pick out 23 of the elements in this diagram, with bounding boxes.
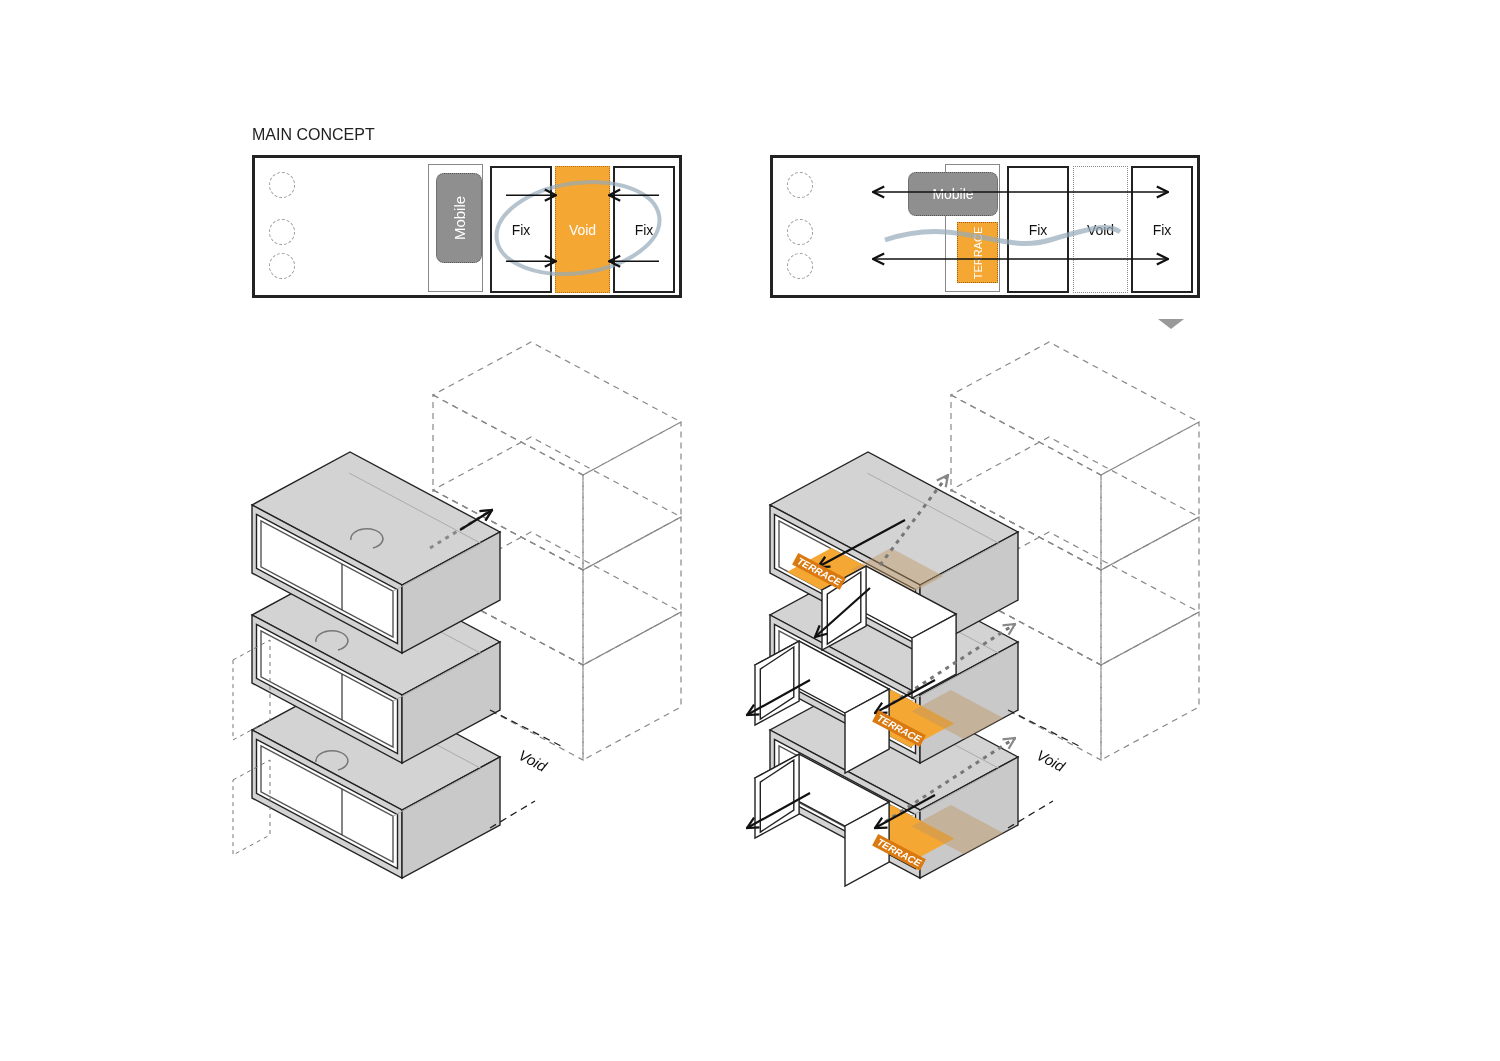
arrow [607,254,660,268]
void-module-box [555,166,610,293]
module-label: Void [568,221,597,238]
module-label: Fix [1028,221,1048,238]
mobile-module-box [436,173,482,263]
fixed-module-box [490,166,552,293]
dimension-label: Void [515,746,550,775]
plan-frame [770,155,1200,298]
arrow [505,254,558,268]
void-module-box [1073,166,1128,293]
title: MAIN CONCEPT [252,126,375,144]
fixed-module-box [1007,166,1069,293]
dimension-label: Void [1033,746,1068,775]
fixed-module-box [1131,166,1193,293]
arrow [607,188,660,202]
module-label: Fix [634,221,654,238]
fixed-module-box [613,166,675,293]
arrow [505,188,558,202]
module-label: Fix [1152,221,1172,238]
module-label: TERRACE [971,226,984,279]
module-label: Void [1086,221,1115,238]
module-label: Fix [511,221,531,238]
plan-frame [252,155,682,298]
